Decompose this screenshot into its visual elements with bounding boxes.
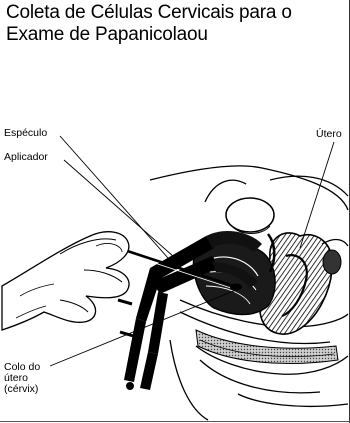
label-utero: Útero [316, 129, 342, 140]
diagram-title: Coleta de Células Cervicais para o Exame… [6, 2, 348, 46]
label-aplicador: Aplicador [4, 152, 48, 163]
frame-bottom-border [0, 421, 350, 422]
bladder-illustration [226, 198, 274, 234]
hand-illustration [2, 232, 129, 330]
title-line-1: Coleta de Células Cervicais para o [6, 2, 348, 24]
label-colo-line-3: (cérvix) [4, 384, 64, 395]
title-line-2: Exame de Papanicolaou [6, 24, 348, 46]
leader-utero [300, 142, 334, 248]
label-colo-do-utero: Colo do útero (cérvix) [4, 362, 64, 395]
label-especulo: Espéculo [4, 128, 47, 139]
